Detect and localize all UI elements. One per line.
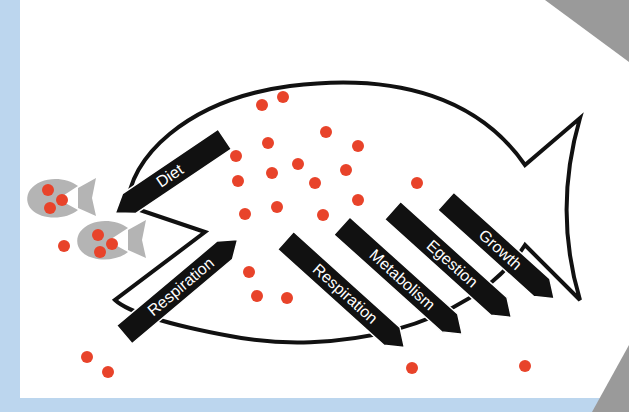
energy-dot bbox=[102, 366, 114, 378]
fish-outline bbox=[115, 82, 580, 342]
energy-dot bbox=[94, 246, 106, 258]
energy-dot bbox=[352, 194, 364, 206]
prey-fish bbox=[77, 220, 146, 260]
energy-dot bbox=[292, 158, 304, 170]
energy-dot bbox=[277, 91, 289, 103]
energy-dot bbox=[251, 290, 263, 302]
band-arrow bbox=[117, 230, 246, 344]
energy-dot bbox=[256, 99, 268, 111]
energy-dot bbox=[317, 209, 329, 221]
band-arrow bbox=[438, 192, 563, 308]
energy-dots bbox=[42, 91, 531, 378]
energy-dot bbox=[44, 202, 56, 214]
energy-dot bbox=[406, 362, 418, 374]
energy-dot bbox=[92, 229, 104, 241]
energy-dot bbox=[58, 240, 70, 252]
energy-dot bbox=[266, 167, 278, 179]
energy-dot bbox=[232, 175, 244, 187]
corner-shape bbox=[592, 345, 629, 412]
energy-dot bbox=[411, 177, 423, 189]
energy-dot bbox=[281, 292, 293, 304]
corner-shape bbox=[545, 0, 629, 62]
energy-dot bbox=[271, 201, 283, 213]
energy-dot bbox=[320, 126, 332, 138]
energy-dot bbox=[243, 266, 255, 278]
band-arrow bbox=[109, 129, 232, 223]
panel-background bbox=[20, 0, 629, 398]
band-arrow bbox=[278, 232, 413, 357]
energy-dot bbox=[262, 137, 274, 149]
energy-dot bbox=[42, 184, 54, 196]
energy-dot bbox=[239, 208, 251, 220]
energy-dot bbox=[340, 164, 352, 176]
energy-dot bbox=[352, 140, 364, 152]
prey-fish bbox=[27, 178, 96, 218]
energy-dot bbox=[106, 238, 118, 250]
energy-dot bbox=[519, 360, 531, 372]
energy-dot bbox=[56, 194, 68, 206]
energy-dot bbox=[230, 150, 242, 162]
energy-dot bbox=[81, 351, 93, 363]
energy-dot bbox=[309, 177, 321, 189]
